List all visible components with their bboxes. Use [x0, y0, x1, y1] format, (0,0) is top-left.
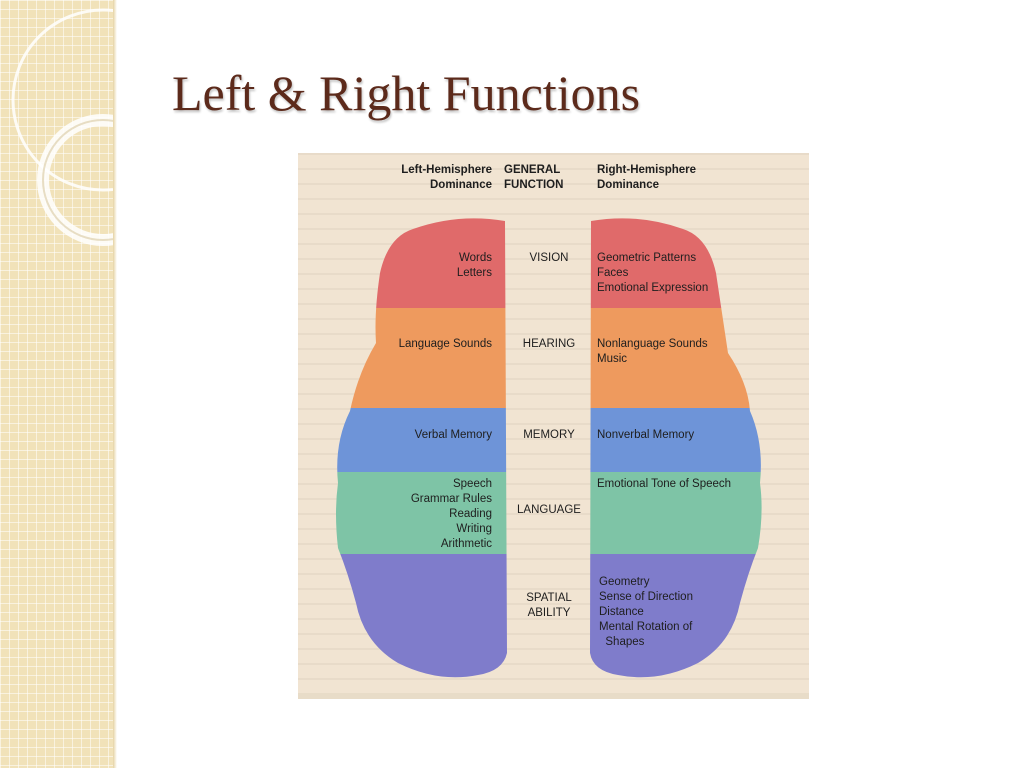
language-right-label: Emotional Tone of Speech — [597, 478, 732, 490]
spatial-function-label: SPATIAL ABILITY — [526, 592, 572, 619]
vision-right-label: Geometric Patterns Faces Emotional Expre… — [597, 252, 709, 294]
hearing-left-label: Language Sounds — [398, 338, 492, 350]
header-left-hemisphere: Left-Hemisphere Dominance — [401, 164, 492, 191]
band-language-right — [590, 472, 762, 554]
hearing-right-label: Nonlanguage Sounds Music — [597, 338, 708, 365]
memory-function-label: MEMORY — [523, 429, 575, 441]
vision-left-label: Words Letters — [456, 252, 492, 279]
memory-left-label: Verbal Memory — [414, 429, 492, 441]
band-language-left — [336, 472, 507, 554]
brain-hemisphere-diagram: Left-Hemisphere Dominance GENERAL FUNCTI… — [298, 153, 809, 699]
slide-title: Left & Right Functions — [172, 65, 641, 121]
memory-right-label: Nonverbal Memory — [597, 429, 695, 441]
band-hearing-left — [336, 308, 507, 408]
band-memory-left — [336, 408, 507, 472]
language-left-label: Speech Grammar Rules Reading Writing Ari… — [410, 478, 492, 550]
sidebar-edge — [113, 0, 117, 768]
hearing-function-label: HEARING — [522, 338, 576, 350]
header-general-function: GENERAL FUNCTION — [504, 164, 564, 191]
sidebar-decoration — [0, 0, 113, 768]
spatial-right-label: Geometry Sense of Direction Distance Men… — [599, 576, 693, 648]
header-right-hemisphere: Right-Hemisphere Dominance — [597, 164, 697, 191]
figure-bottom-strip — [298, 693, 809, 699]
vision-function-label: VISION — [529, 252, 569, 264]
language-function-label: LANGUAGE — [517, 504, 581, 516]
brain-illustration — [336, 218, 762, 678]
band-spatial-left — [336, 554, 507, 678]
decorative-circles — [11, 8, 113, 246]
band-memory-right — [590, 408, 762, 472]
